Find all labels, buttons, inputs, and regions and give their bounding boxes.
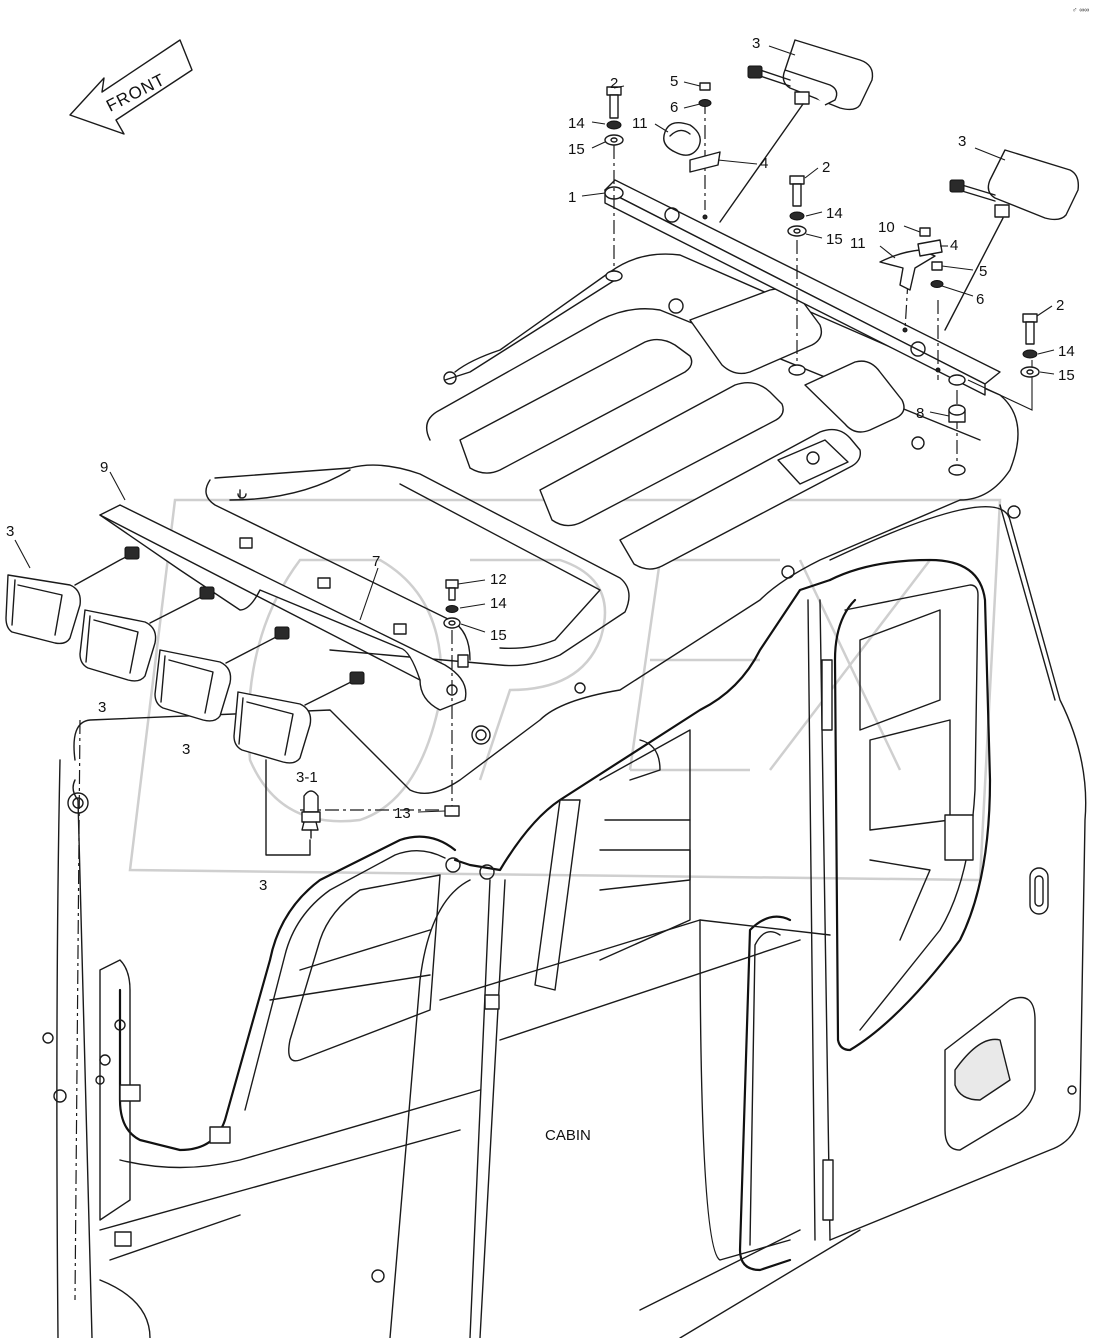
callout-2-mid: 2 [822, 159, 830, 176]
callout-15-top: 15 [568, 141, 585, 158]
callout-3-top-right: 3 [958, 133, 966, 150]
callout-14-mid: 14 [826, 205, 843, 222]
work-lamp-front-3 [154, 626, 290, 722]
callout-2-top: 2 [610, 75, 618, 92]
callout-3-1: 3-1 [296, 769, 318, 786]
callout-10: 10 [878, 219, 895, 236]
callout-14-front: 14 [490, 595, 507, 612]
callout-15-right: 15 [1058, 367, 1075, 384]
work-lamp-top-1 [719, 39, 874, 223]
callout-5-right: 5 [979, 263, 987, 280]
callouts: 1 2 2 2 3 3 3 3 3 3 3 3 3-1 4 4 4 5 5 6 … [6, 35, 1075, 894]
front-arrow-icon: FRONT [69, 39, 193, 135]
callout-7: 7 [372, 553, 380, 570]
work-lamp-top-2 [944, 149, 1080, 331]
callout-13: 13 [394, 805, 411, 822]
callout-4-top: 4 [760, 155, 768, 172]
callout-1: 1 [568, 189, 576, 206]
callout-14-right: 14 [1058, 343, 1075, 360]
callout-14-top: 14 [568, 115, 585, 132]
callout-15-front: 15 [490, 627, 507, 644]
hardware-right [604, 82, 1040, 423]
callout-6-top: 6 [670, 99, 678, 116]
leader-lines [14, 45, 1055, 813]
work-lamp-front-2 [79, 586, 215, 682]
callout-6-right: 6 [976, 291, 984, 308]
cabin-body [42, 253, 1087, 1338]
corner-mark: ♂ ∞∞ [1072, 7, 1089, 14]
callout-8: 8 [916, 405, 924, 422]
callout-12: 12 [490, 571, 507, 588]
cabin-label: CABIN [545, 1127, 591, 1144]
callout-11-right: 11 [850, 235, 866, 252]
callout-3-top: 3 [752, 35, 760, 52]
callout-3-front-a: 3 [98, 699, 106, 716]
callout-11-top: 11 [632, 115, 648, 132]
lamp-bracket-roof [604, 100, 1033, 476]
callout-3-front-c: 3 [259, 877, 267, 894]
work-lamp-front-4 [233, 671, 365, 764]
work-lamp-front-1 [5, 546, 140, 645]
callout-4-right: 4 [950, 237, 958, 254]
callout-9: 9 [100, 459, 108, 476]
callout-3-front-b: 3 [182, 741, 190, 758]
callout-2-right: 2 [1056, 297, 1064, 314]
callout-3-left: 3 [6, 523, 14, 540]
bulb-icon [265, 759, 321, 856]
callout-15-mid: 15 [826, 231, 843, 248]
lamp-bracket-front [99, 479, 471, 817]
callout-5-top: 5 [670, 73, 678, 90]
